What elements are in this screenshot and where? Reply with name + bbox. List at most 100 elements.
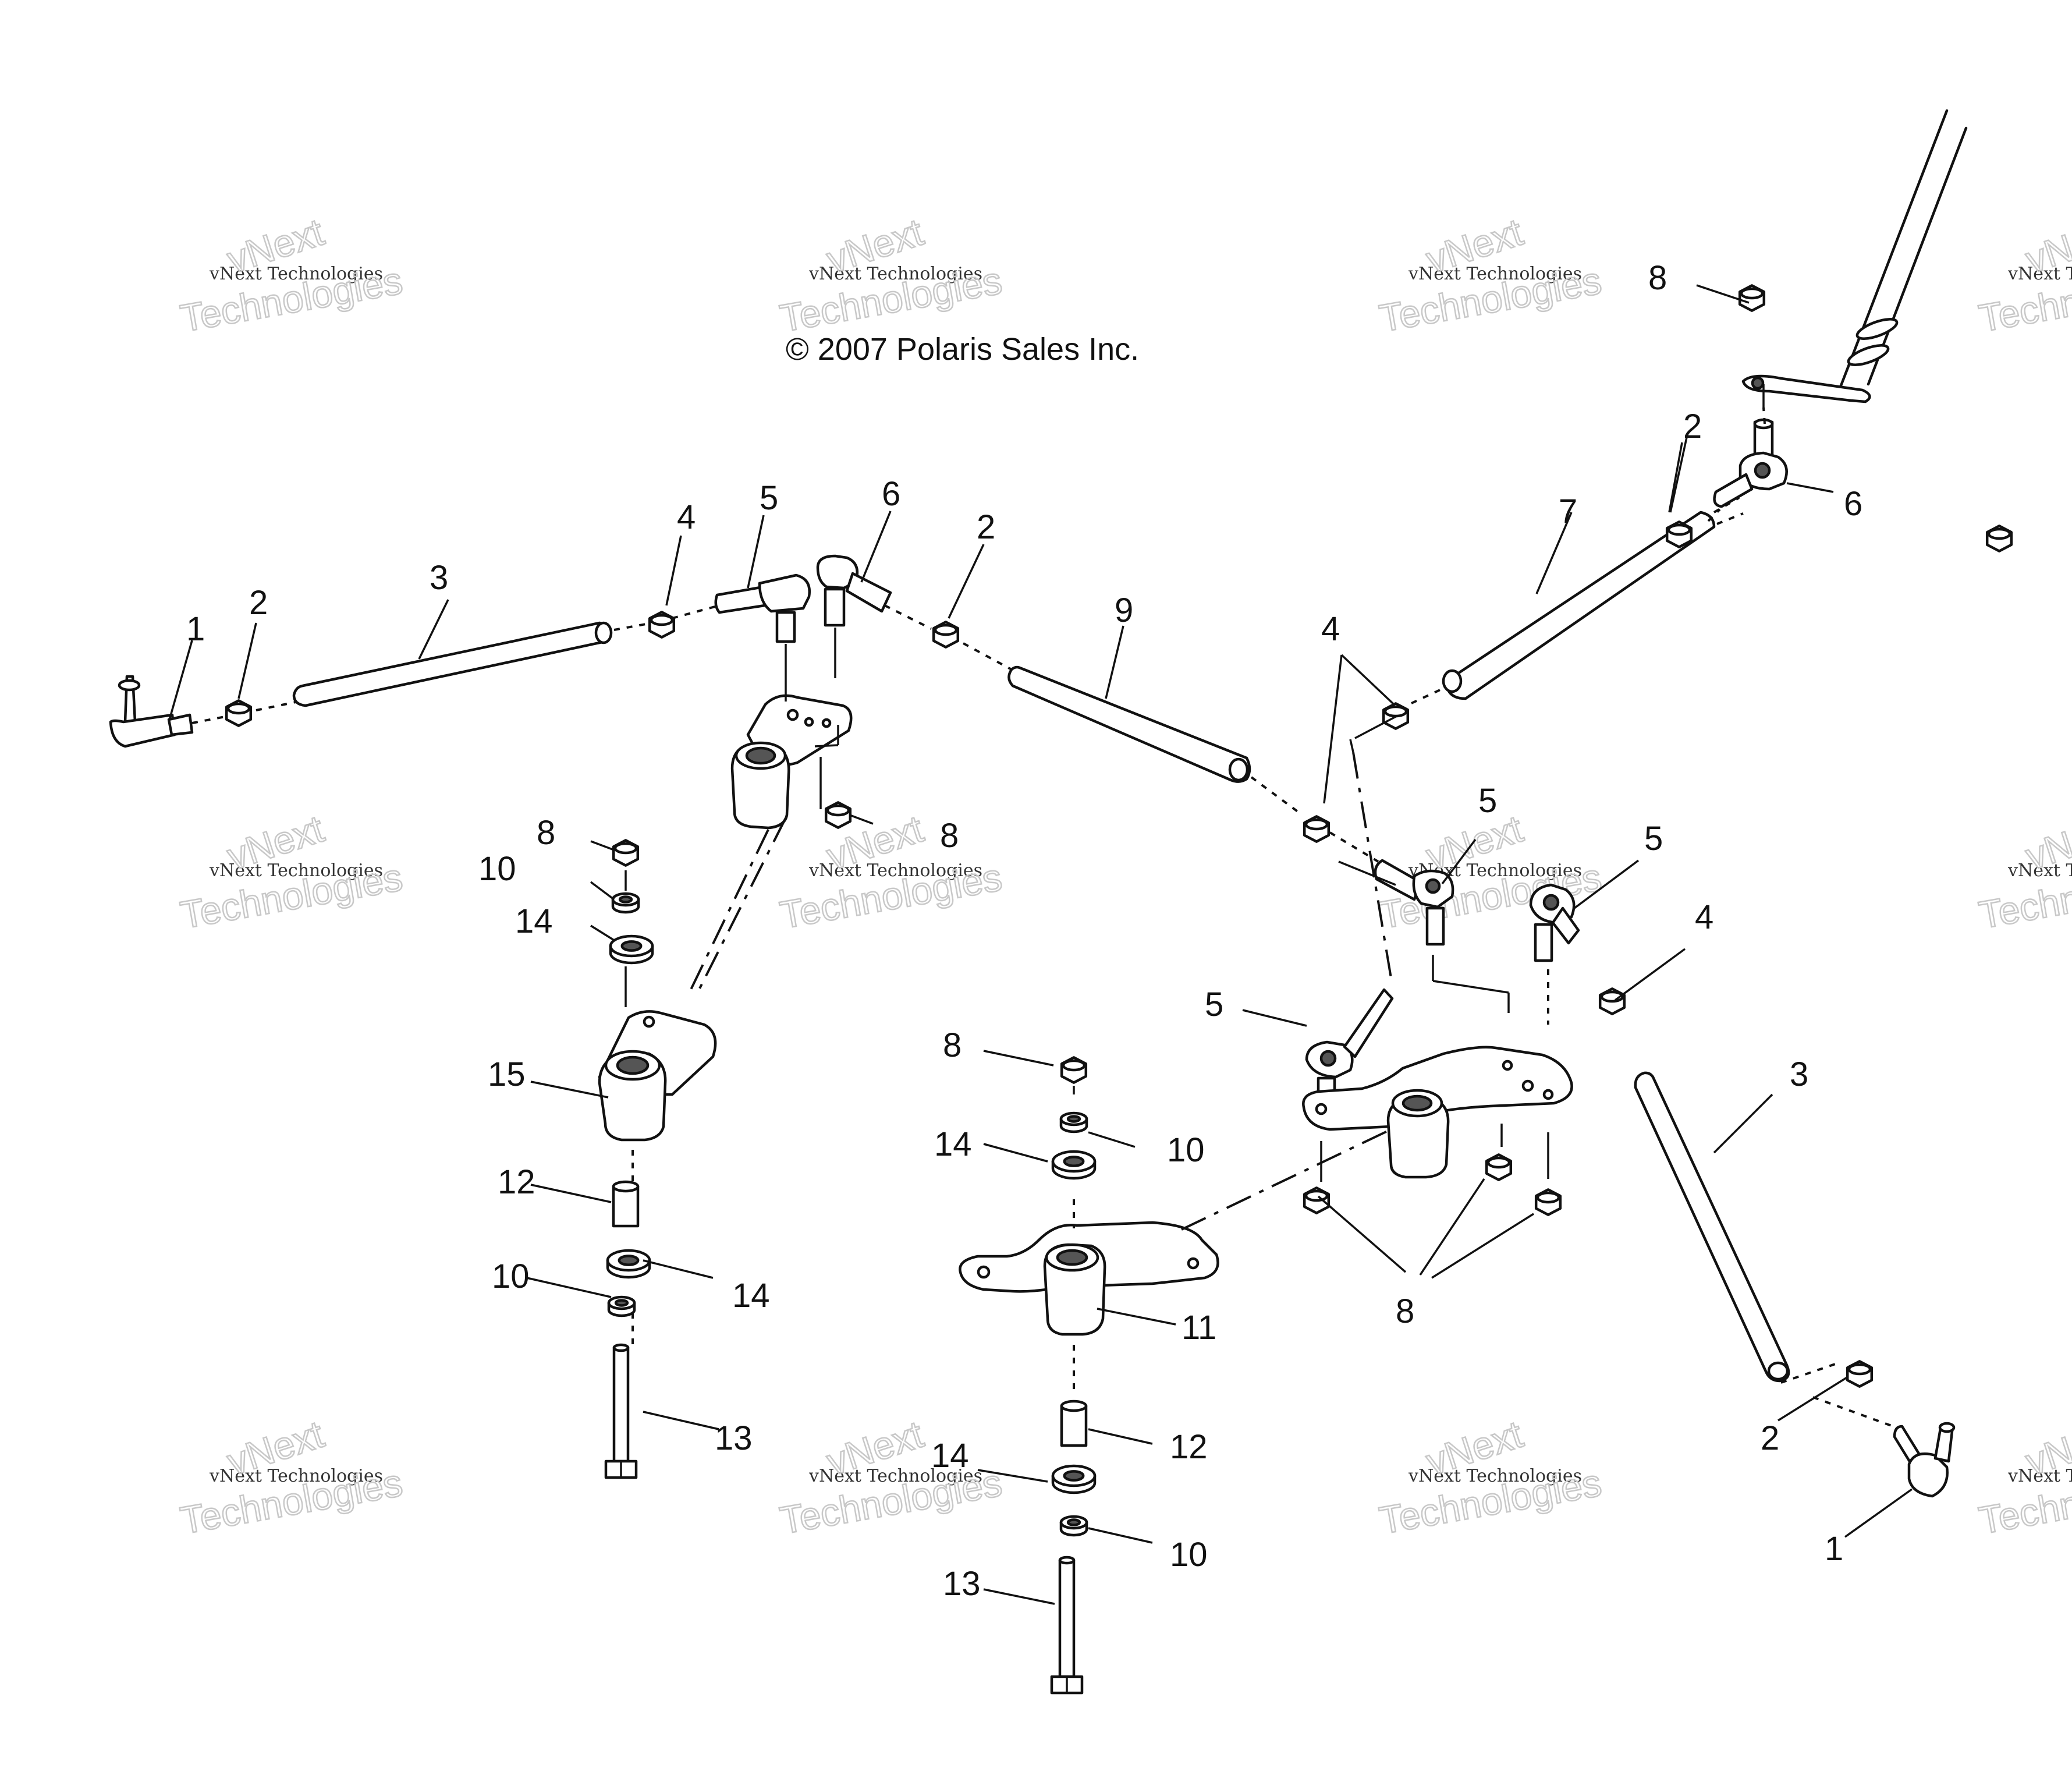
- callout-14-left-upper: 14: [515, 902, 553, 940]
- tie-rod-end-1-right: [1893, 1422, 1956, 1498]
- watermark-caption: vNext Technologies: [2007, 264, 2072, 284]
- bolt-13: [604, 1343, 638, 1479]
- jam-nut-group: [225, 284, 2013, 1388]
- callout-15: 15: [488, 1055, 526, 1093]
- steering-column: [1741, 109, 1968, 403]
- callout-10-left-upper: 10: [478, 850, 516, 888]
- callout-2-center: 2: [977, 508, 995, 546]
- callout-5-middle-left: 5: [1478, 782, 1497, 820]
- callout-2-right-upper: 2: [1683, 408, 1702, 445]
- callout-8-left: 8: [537, 814, 555, 852]
- watermark-caption: vNext Technologies: [1408, 1466, 1582, 1486]
- upper-idler-arm: [730, 694, 853, 830]
- callout-12-left: 12: [498, 1163, 535, 1201]
- callout-9: 9: [1115, 591, 1133, 629]
- callout-3-right: 3: [1790, 1055, 1808, 1093]
- tie-rod-right-upper-7: [1442, 511, 1716, 700]
- hex-nut: [1303, 1186, 1331, 1214]
- washer-10: [611, 892, 640, 914]
- hex-nut: [1534, 1188, 1562, 1216]
- pitman-arm: [1741, 374, 1871, 403]
- hex-nut: [1060, 1056, 1088, 1084]
- callout-10-center-lower: 10: [1170, 1536, 1208, 1574]
- watermark-caption: vNext Technologies: [2007, 860, 2072, 881]
- callout-6-left: 6: [882, 475, 900, 513]
- tie-rod-end-6-right: [1713, 418, 1788, 508]
- watermark-caption: vNext Technologies: [209, 1466, 383, 1486]
- assembly-lines: [191, 384, 1897, 1429]
- copyright-notice: © 2007 Polaris Sales Inc.: [786, 332, 1139, 367]
- right-idler-bracket: [1302, 1046, 1573, 1179]
- tie-rod-end-5-middle-right: [1529, 883, 1580, 962]
- hex-nut: [1598, 987, 1626, 1015]
- callout-11: 11: [1182, 1309, 1216, 1347]
- bushing-12: [1060, 1400, 1088, 1447]
- callout-7: 7: [1559, 493, 1577, 530]
- washer-10: [1059, 1111, 1088, 1133]
- tie-rod-left-3: [292, 621, 613, 707]
- watermark-caption: vNext Technologies: [209, 264, 383, 284]
- bolt-13: [1050, 1556, 1084, 1695]
- hardware-group: [604, 892, 1097, 1695]
- callout-8-center: 8: [943, 1026, 962, 1064]
- idler-arm-15: [598, 1010, 717, 1142]
- tie-rod-end-1-left: [109, 675, 194, 748]
- callout-5-lower: 5: [1205, 986, 1223, 1023]
- callout-6-right: 6: [1844, 485, 1862, 523]
- callout-12-center: 12: [1170, 1428, 1208, 1466]
- callout-8-lower-right: 8: [1396, 1292, 1414, 1330]
- bushing-12: [612, 1180, 640, 1228]
- hex-nut: [1738, 284, 1766, 312]
- callout-14-center-lower: 14: [931, 1437, 969, 1475]
- center-bracket-11: [959, 1221, 1219, 1336]
- hex-nut: [1846, 1360, 1874, 1388]
- callout-13-center: 13: [943, 1565, 981, 1603]
- callout-2-right-lower: 2: [1761, 1419, 1779, 1457]
- washer-14: [1051, 1464, 1097, 1494]
- callout-4-upper-left: 4: [677, 498, 696, 536]
- callout-10-left-lower: 10: [492, 1257, 530, 1295]
- callout-2-left: 2: [249, 584, 268, 622]
- watermark-caption: vNext Technologies: [1408, 264, 1582, 284]
- hex-nut: [648, 611, 676, 639]
- hex-nut: [1665, 520, 1693, 548]
- watermark-caption: vNext Technologies: [808, 860, 982, 881]
- washer-14: [1051, 1150, 1097, 1180]
- callout-8-top-right: 8: [1648, 259, 1667, 297]
- washer-10: [607, 1295, 636, 1317]
- callout-5-middle-right: 5: [1644, 820, 1663, 858]
- hex-nut: [932, 621, 960, 649]
- tie-rod-right-lower-3: [1634, 1071, 1790, 1383]
- hex-nut: [824, 801, 852, 829]
- washer-10: [1059, 1515, 1088, 1537]
- callout-10-center-upper: 10: [1167, 1131, 1205, 1169]
- hex-nut: [225, 699, 253, 727]
- tie-rod-end-6-left: [816, 554, 892, 627]
- callout-5-upper: 5: [760, 479, 778, 517]
- callout-1-left: 1: [186, 610, 205, 648]
- callout-1-right: 1: [1825, 1530, 1843, 1568]
- hex-nut: [1485, 1153, 1513, 1181]
- tie-rod-end-5-upper: [714, 573, 811, 643]
- callout-4-center: 4: [1321, 610, 1340, 648]
- leader-lines: [168, 284, 1913, 1605]
- hex-nut: [1303, 815, 1331, 843]
- watermark-caption: vNext Technologies: [209, 860, 383, 881]
- hex-nut: [612, 839, 640, 867]
- callout-14-left-lower: 14: [732, 1277, 770, 1315]
- callout-4-right: 4: [1695, 898, 1713, 936]
- callout-3-left: 3: [430, 559, 448, 597]
- watermark-caption: vNext Technologies: [808, 264, 982, 284]
